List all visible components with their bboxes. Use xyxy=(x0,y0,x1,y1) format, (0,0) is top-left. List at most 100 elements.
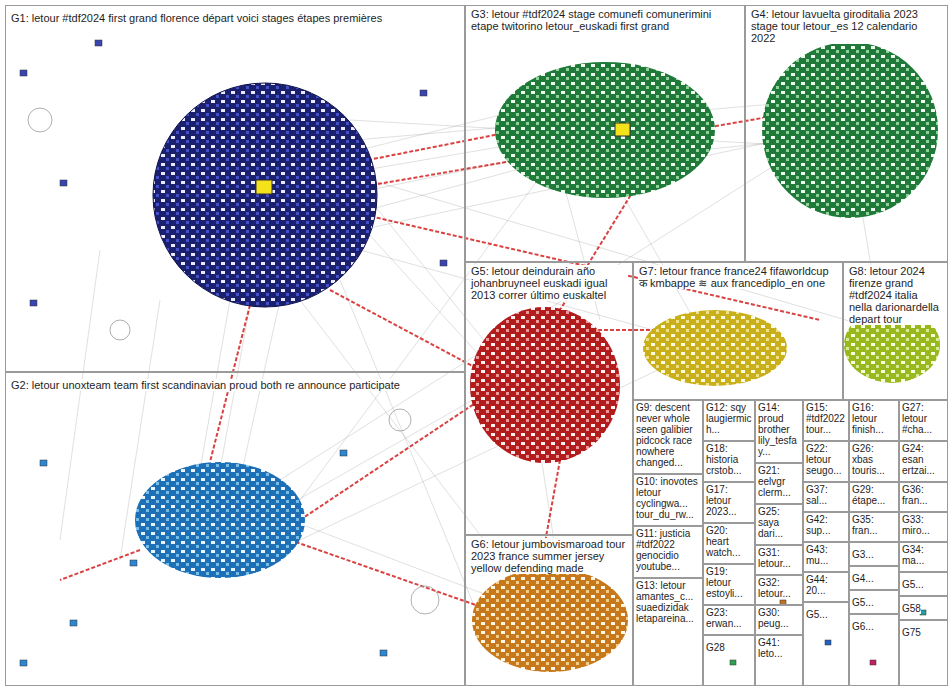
group-box: G6... xyxy=(849,614,899,686)
group-label: G26: xbas touris... xyxy=(852,443,896,476)
hub-vertex xyxy=(256,180,272,194)
group-box: G37: sal... xyxy=(803,482,849,512)
group-box: G17: letour 2023... xyxy=(703,482,755,523)
vertex xyxy=(130,560,137,566)
vertex xyxy=(30,300,37,306)
bundled-edge xyxy=(60,550,140,580)
hub-vertex xyxy=(615,123,630,136)
group-box: G21: eelvgr clerm... xyxy=(755,463,803,504)
group-box: G23: erwan... xyxy=(703,605,755,635)
group-box: G26: xbas touris... xyxy=(849,441,899,482)
group-box: G2: letour unoxteam team first scandinav… xyxy=(5,372,465,686)
group-box: G19: letour estoyli... xyxy=(703,564,755,605)
group-box: G8: letour 2024 firenze grand #tdf2024 i… xyxy=(843,262,948,400)
group-box: G33: miro... xyxy=(899,512,948,542)
group-label: G5... xyxy=(806,609,828,620)
vertex xyxy=(20,70,27,76)
cluster-g7 xyxy=(643,310,787,386)
cluster-g4 xyxy=(762,42,938,218)
group-box: G44: 20... xyxy=(803,572,849,602)
group-box: G10: inovotes letour cyclingwa... tour_d… xyxy=(633,474,703,526)
network-edge xyxy=(290,520,500,600)
bundled-edge xyxy=(330,290,480,370)
group-label: G15: #tdf2022 tour... xyxy=(806,402,846,435)
group-label: G41: leto... xyxy=(758,637,800,659)
group-label: G75 xyxy=(902,627,921,638)
group-box: G25: saya dari... xyxy=(755,504,803,545)
group-label: G18: historia crstob... xyxy=(706,443,752,476)
vertex xyxy=(870,660,876,665)
vertex xyxy=(95,40,102,46)
group-box: G15: #tdf2022 tour... xyxy=(803,400,849,441)
group-box: G5... xyxy=(899,572,948,596)
group-box: G6: letour jumbovismaroad tour 2023 fran… xyxy=(465,535,633,686)
group-box: G5... xyxy=(849,590,899,614)
group-label: G37: sal... xyxy=(806,484,846,506)
group-label: G23: erwan... xyxy=(706,607,752,629)
group-label: G32: letour... xyxy=(758,577,800,599)
group-label: G5: letour deindurain año johanbruyneel … xyxy=(470,265,628,301)
cluster-g2 xyxy=(135,462,305,578)
vertex xyxy=(20,660,27,666)
group-label: G2: letour unoxteam team first scandinav… xyxy=(10,379,401,391)
group-label: G20: heart watch... xyxy=(706,525,752,558)
cluster-g5 xyxy=(470,307,620,463)
group-box: G32: letour... xyxy=(755,575,803,605)
vertex xyxy=(440,260,447,266)
group-label: G34: ma... xyxy=(902,544,945,566)
group-label: G58 xyxy=(902,603,921,614)
group-label: G6... xyxy=(852,621,874,632)
group-box: G28 xyxy=(703,635,755,686)
group-label: G8: letour 2024 firenze grand #tdf2024 i… xyxy=(848,265,943,325)
group-box: G5... xyxy=(803,602,849,686)
group-label: G16: letour finish... xyxy=(852,402,896,435)
group-label: G4: letour lavuelta giroditalia 2023 sta… xyxy=(750,8,943,44)
group-box: G30: peug... xyxy=(755,605,803,635)
group-box: G7: letour france france24 fifaworldcup … xyxy=(633,262,843,400)
group-box: G75 xyxy=(899,620,948,686)
group-label: G25: saya dari... xyxy=(758,506,800,539)
group-box: G31: letour... xyxy=(755,545,803,575)
self-loop xyxy=(411,586,439,614)
group-box: G11: justicia #tdf2022 genocidio youtube… xyxy=(633,526,703,578)
vertex xyxy=(825,640,831,645)
group-box: G9: descent never whole seen galibier pi… xyxy=(633,400,703,474)
group-label: G24: esan ertzai... xyxy=(902,443,945,476)
vertex xyxy=(40,460,47,466)
group-label: G10: inovotes letour cyclingwa... tour_d… xyxy=(636,476,700,520)
group-box: G5: letour deindurain año johanbruyneel … xyxy=(465,262,633,535)
group-label: G33: miro... xyxy=(902,514,945,536)
group-label: G14: proud brother lily_tesfay... xyxy=(758,402,800,457)
group-label: G6: letour jumbovismaroad tour 2023 fran… xyxy=(470,538,628,574)
group-label: G3: letour #tdf2024 stage comunefi comun… xyxy=(470,8,740,32)
group-label: G3... xyxy=(852,549,874,560)
group-box: G42: sup... xyxy=(803,512,849,542)
group-box: G29: étape... xyxy=(849,482,899,512)
group-box: G34: ma... xyxy=(899,542,948,572)
self-loop xyxy=(110,320,130,340)
vertex xyxy=(730,660,736,665)
group-box: G13: letour amantes_c... suaedizidak let… xyxy=(633,578,703,686)
cluster-g3 xyxy=(495,62,715,198)
group-box: G18: historia crstob... xyxy=(703,441,755,482)
group-label: G42: sup... xyxy=(806,514,846,536)
group-label: G43: mu... xyxy=(806,544,846,566)
group-label: G22: letour seugo... xyxy=(806,443,846,476)
group-label: G31: letour... xyxy=(758,547,800,569)
group-label: G13: letour amantes_c... suaedizidak let… xyxy=(636,580,700,624)
group-box: G41: leto... xyxy=(755,635,803,686)
group-label: G27: letour #cha... xyxy=(902,402,945,435)
group-label: G5... xyxy=(852,597,874,608)
group-label: G44: 20... xyxy=(806,574,846,596)
group-box: G4... xyxy=(849,566,899,590)
group-label: G28 xyxy=(706,642,725,653)
group-box: G22: letour seugo... xyxy=(803,441,849,482)
network-edge xyxy=(620,190,700,330)
group-box: G43: mu... xyxy=(803,542,849,572)
cluster-g1 xyxy=(153,83,377,307)
vertex xyxy=(60,180,67,186)
group-label: G9: descent never whole seen galibier pi… xyxy=(636,402,700,468)
group-box: G36: fran... xyxy=(899,482,948,512)
group-box: G4: letour lavuelta giroditalia 2023 sta… xyxy=(745,5,948,262)
group-label: G29: étape... xyxy=(852,484,896,506)
